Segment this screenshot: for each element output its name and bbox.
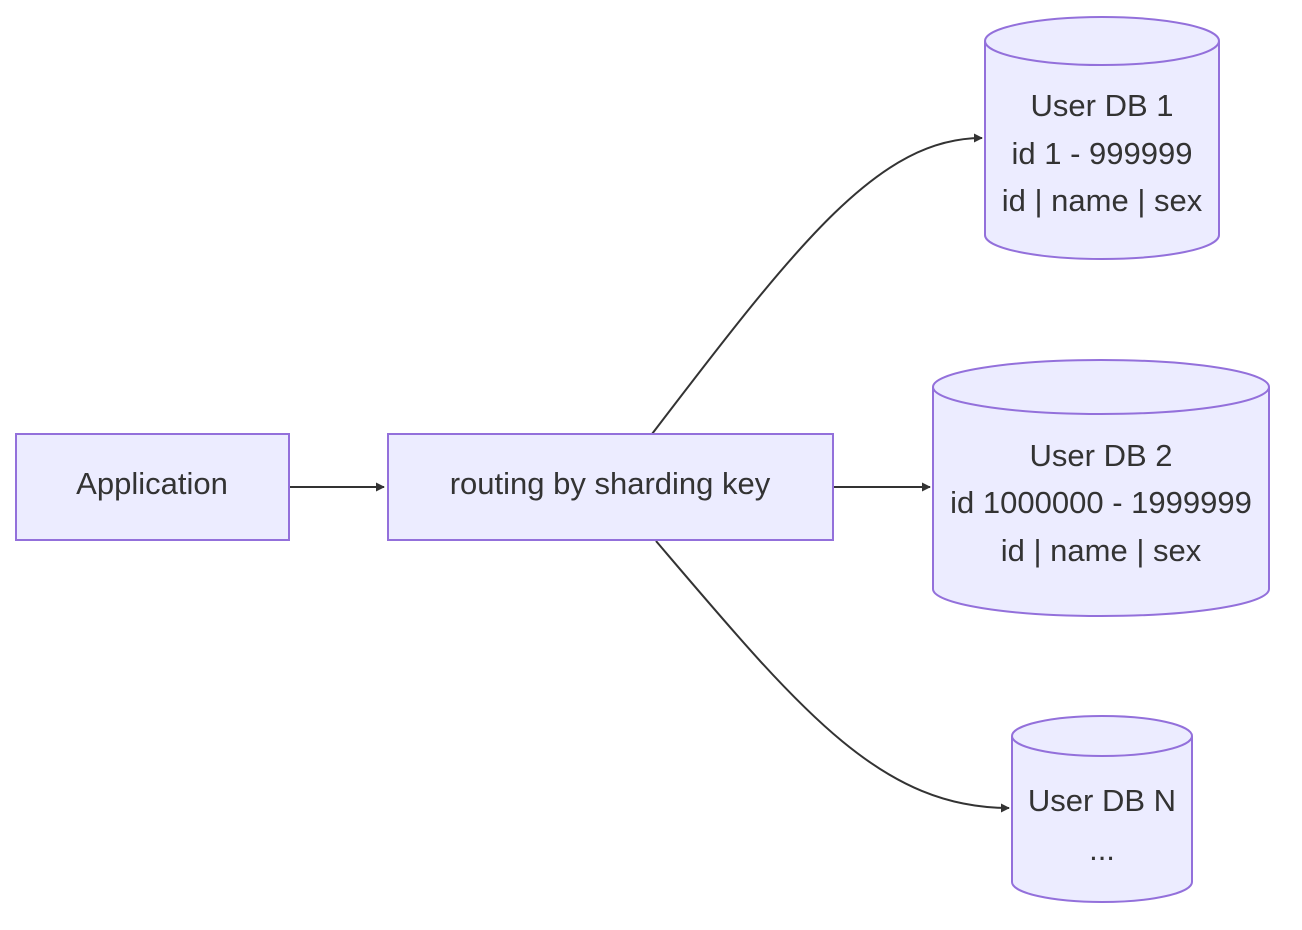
db1-id-range: id 1 - 999999 <box>1012 136 1193 171</box>
dbn-title: User DB N <box>1028 783 1176 818</box>
user-db-n-cylinder: User DB N ... <box>1011 715 1193 903</box>
db2-id-range: id 1000000 - 1999999 <box>950 485 1252 520</box>
user-db-1-cylinder: User DB 1 id 1 - 999999 id | name | sex <box>984 16 1220 260</box>
edge-router-to-db1 <box>651 133 983 435</box>
db2-columns: id | name | sex <box>1001 533 1202 568</box>
edges <box>290 133 1010 813</box>
db2-title: User DB 2 <box>1030 438 1173 473</box>
db1-title: User DB 1 <box>1031 88 1174 123</box>
db1-columns: id | name | sex <box>1002 183 1203 218</box>
router-node: routing by sharding key <box>387 433 834 541</box>
user-db-2-cylinder: User DB 2 id 1000000 - 1999999 id | name… <box>932 359 1270 617</box>
application-node: Application <box>15 433 290 541</box>
router-label: routing by sharding key <box>450 466 771 501</box>
dbn-ellipsis: ... <box>1089 832 1115 867</box>
edge-router-to-dbn <box>655 540 1010 813</box>
application-label: Application <box>76 466 228 501</box>
